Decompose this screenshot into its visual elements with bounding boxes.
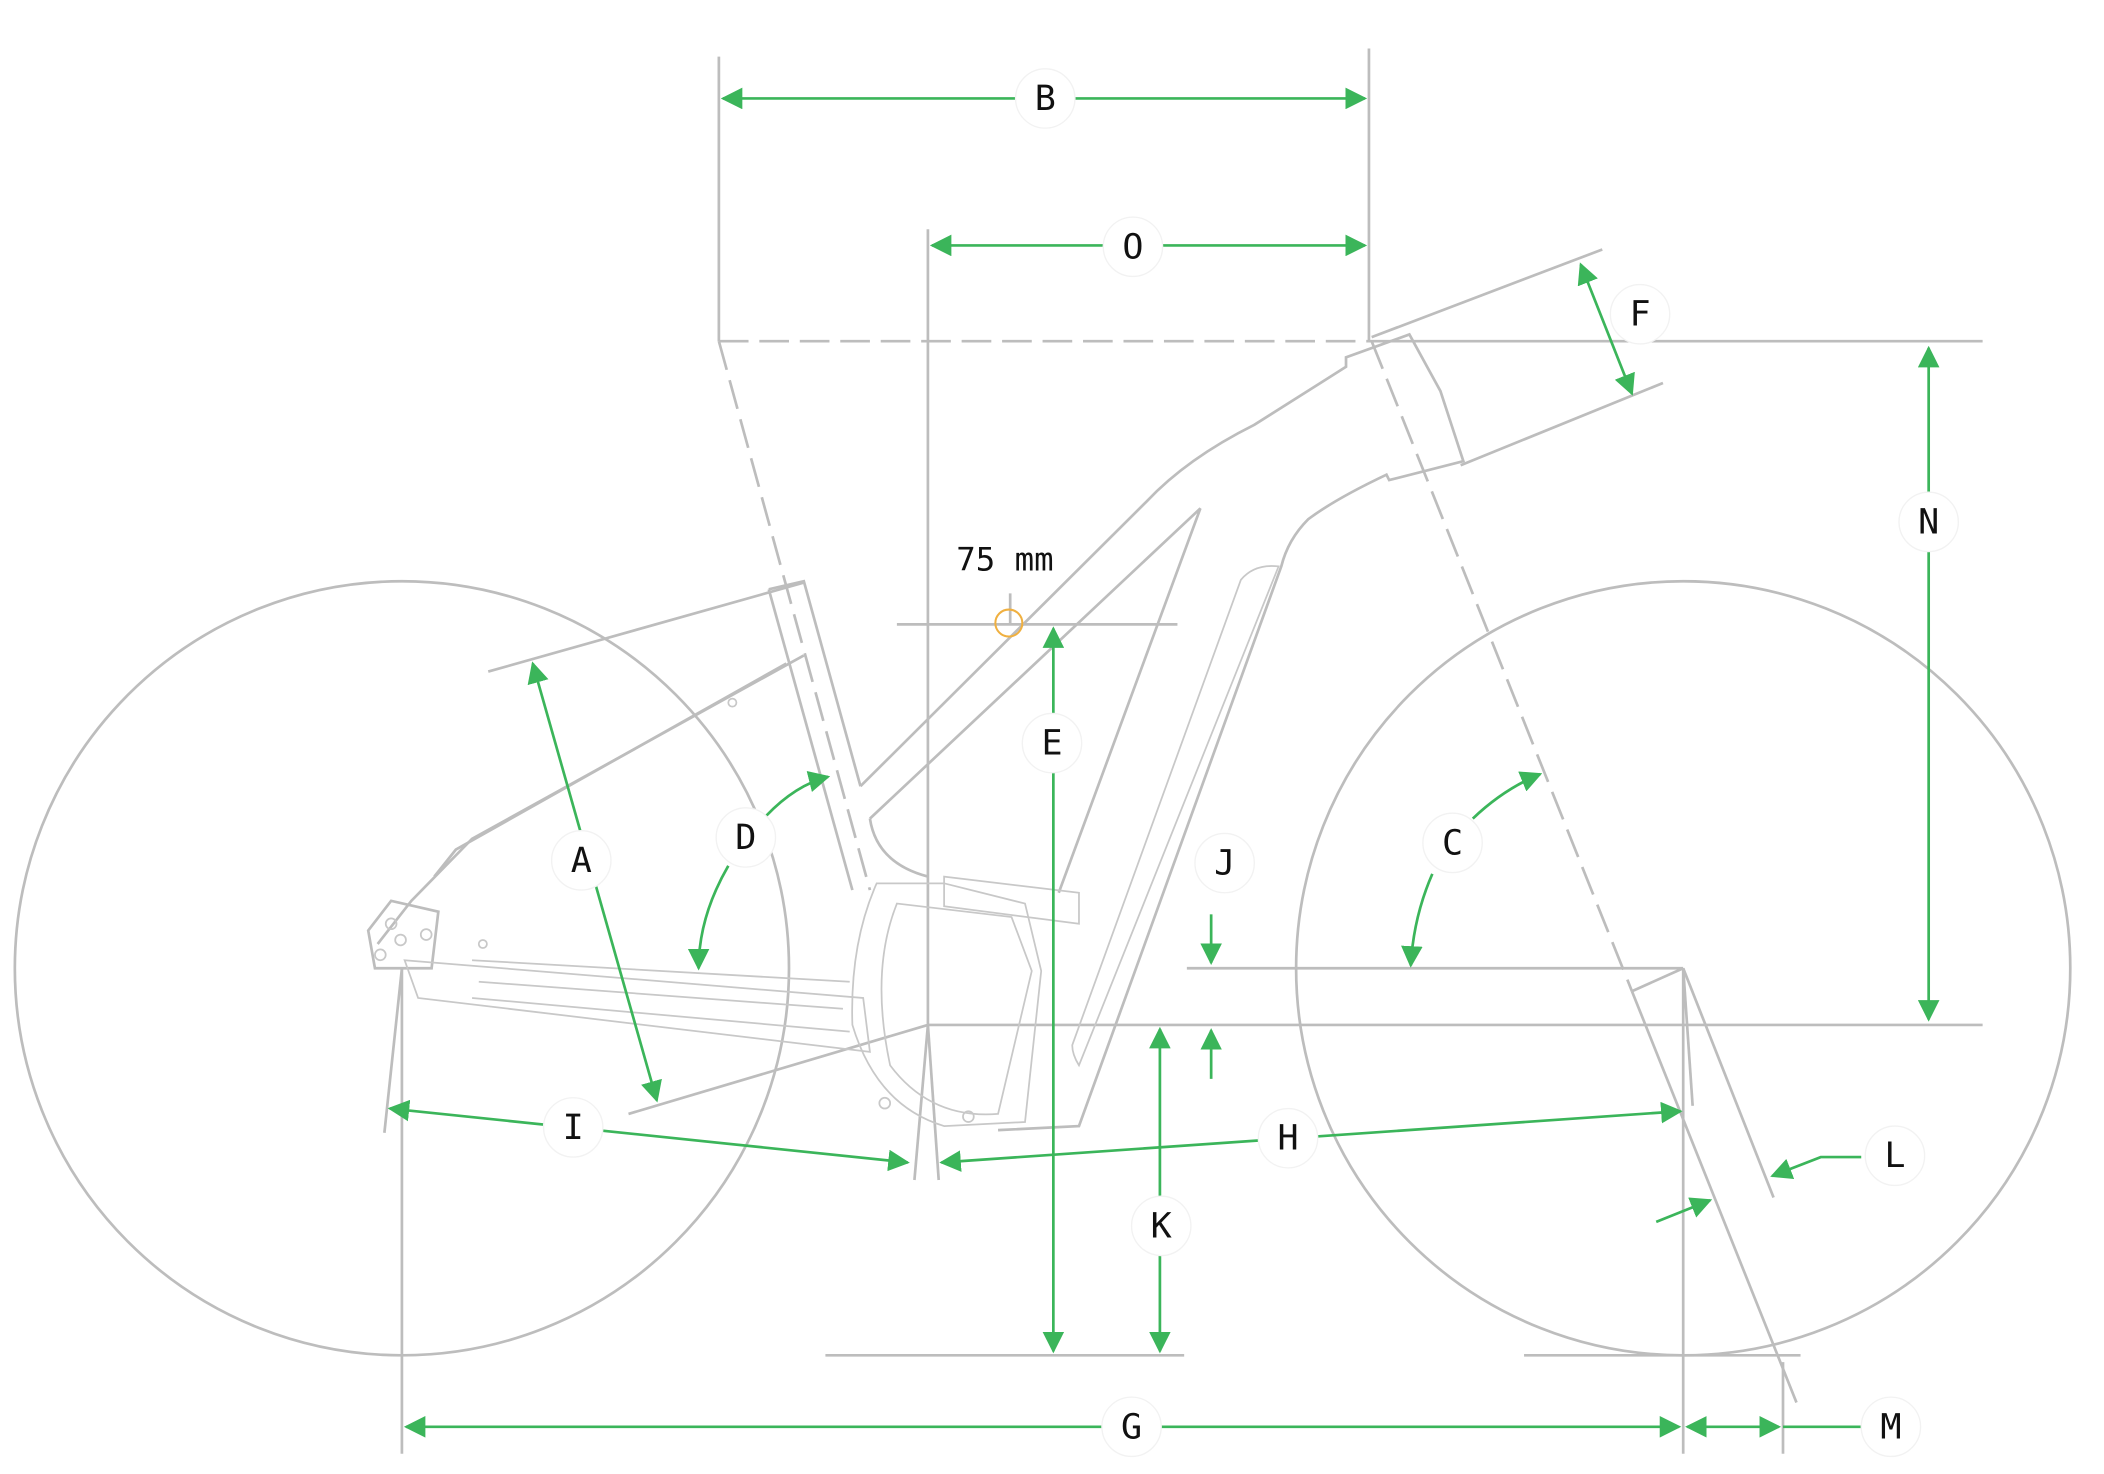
svg-text:J: J	[1214, 843, 1235, 884]
svg-text:A: A	[571, 840, 592, 881]
reference-lines	[383, 48, 1983, 1454]
label-O: O	[1102, 216, 1164, 278]
label-D: D	[715, 807, 777, 868]
label-A: A	[550, 830, 612, 891]
label-C: C	[1422, 812, 1483, 874]
svg-text:K: K	[1151, 1205, 1172, 1246]
svg-text:B: B	[1035, 78, 1056, 119]
offset-annotation: 75 mm	[956, 540, 1053, 578]
label-M: M	[1860, 1396, 1922, 1458]
svg-text:G: G	[1121, 1406, 1142, 1447]
label-K: K	[1130, 1195, 1192, 1257]
svg-text:C: C	[1442, 822, 1463, 863]
svg-text:N: N	[1918, 501, 1939, 542]
svg-text:E: E	[1041, 723, 1062, 764]
label-I: I	[542, 1097, 604, 1158]
svg-text:O: O	[1122, 226, 1143, 267]
label-L: L	[1864, 1125, 1926, 1187]
svg-text:D: D	[735, 817, 756, 858]
label-H: H	[1257, 1107, 1319, 1169]
svg-text:I: I	[563, 1107, 584, 1148]
svg-text:H: H	[1277, 1118, 1298, 1159]
svg-text:L: L	[1884, 1135, 1905, 1176]
label-J: J	[1194, 832, 1255, 894]
svg-text:F: F	[1629, 294, 1650, 335]
label-F: F	[1609, 283, 1671, 345]
label-B: B	[1014, 68, 1076, 129]
label-G: G	[1101, 1396, 1162, 1458]
label-E: E	[1021, 712, 1083, 774]
dimension-arrows	[387, 87, 1940, 1438]
label-N: N	[1898, 491, 1960, 553]
svg-text:M: M	[1880, 1406, 1901, 1447]
reference-point-marker	[994, 608, 1024, 638]
